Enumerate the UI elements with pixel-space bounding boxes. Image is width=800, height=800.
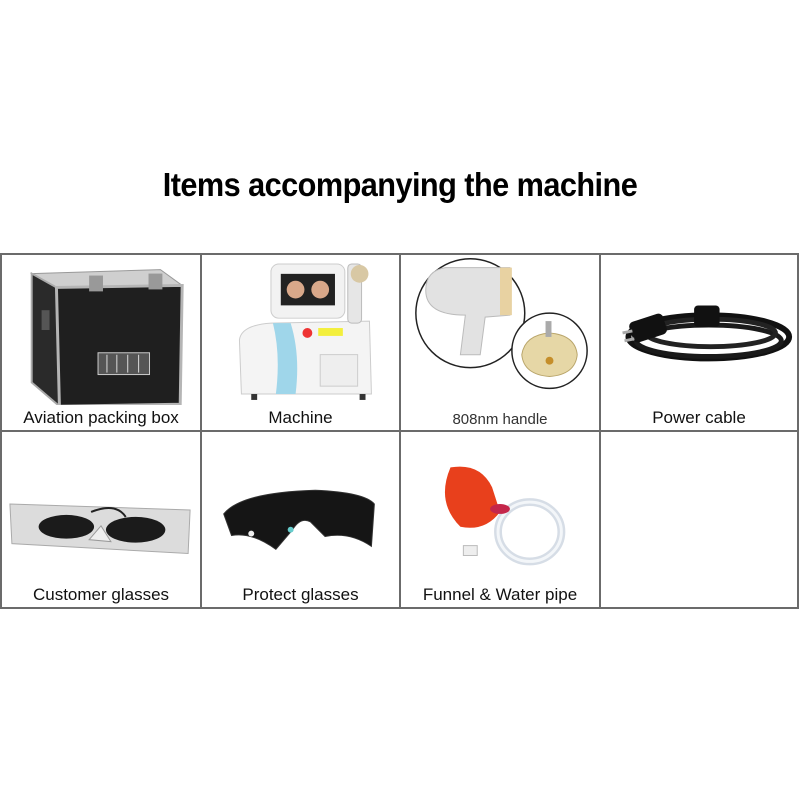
funnel-pipe-icon [444,466,566,566]
item-cell-machine: Machine [202,255,401,432]
eye-shield-glasses-icon [9,503,191,555]
item-label: Funnel & Water pipe [422,585,578,604]
safety-goggles-icon [223,489,375,551]
item-cell-handle: 808nm handle [401,255,601,432]
item-label: Power cable [652,408,746,427]
item-cell-protect-glasses: Protect glasses [202,432,401,607]
item-cell-customer-glasses: Customer glasses [2,432,202,607]
item-label: Machine [268,408,333,427]
laser-handle-icon [415,257,588,390]
item-label: Protect glasses [242,585,359,604]
accessories-table: Aviation packing box Machine [0,253,799,609]
item-cell-power-cable: Power cable [601,255,797,432]
flight-case-icon [29,269,184,405]
item-label: 808nm handle [452,411,548,428]
item-label: Aviation packing box [23,408,179,427]
laser-machine-icon [238,263,372,400]
power-cable-icon [622,305,793,362]
item-cell-empty [601,432,797,607]
item-label: Customer glasses [32,585,170,604]
page-title: Items accompanying the machine [162,166,638,203]
item-cell-packing-box: Aviation packing box [2,255,202,432]
item-cell-funnel: Funnel & Water pipe [401,432,601,607]
